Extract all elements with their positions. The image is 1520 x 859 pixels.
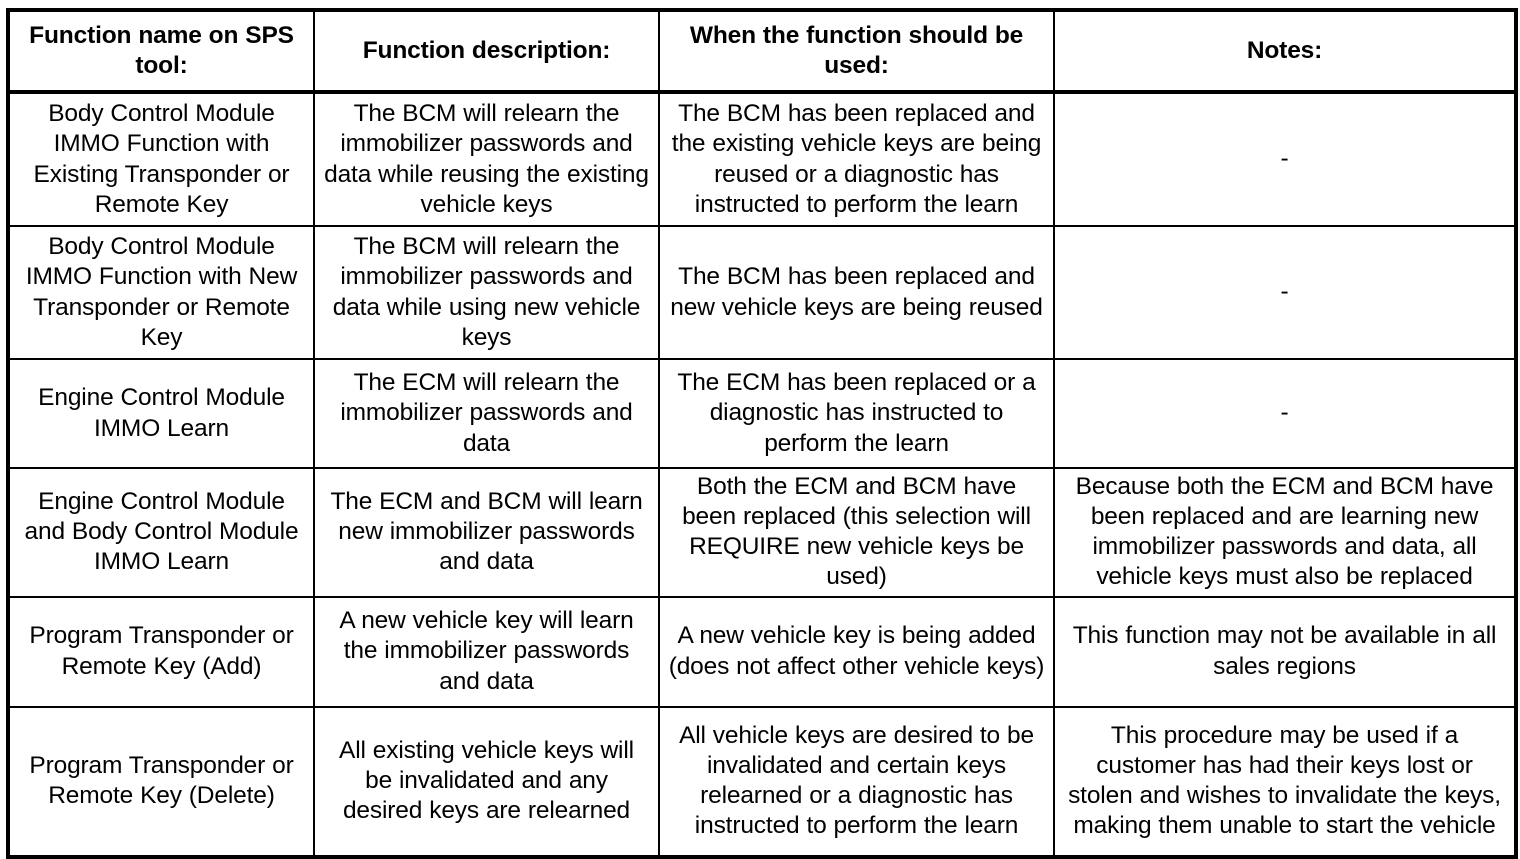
cell-notes: - (1053, 225, 1517, 360)
table-header: Function name on SPS tool: Function desc… (7, 9, 1517, 94)
table-row: Program Transponder or Remote Key (Delet… (7, 705, 1517, 858)
sps-function-reference-table: Function name on SPS tool: Function desc… (6, 8, 1518, 859)
cell-function-description: All existing vehicle keys will be invali… (313, 705, 660, 858)
table-row: Engine Control Module and Body Control M… (7, 467, 1517, 598)
cell-notes: Because both the ECM and BCM have been r… (1053, 467, 1517, 598)
cell-notes: This function may not be available in al… (1053, 595, 1517, 708)
table-row: Body Control Module IMMO Function with N… (7, 225, 1517, 360)
column-header-function-name: Function name on SPS tool: (7, 9, 315, 94)
cell-when-used: Both the ECM and BCM have been replaced … (658, 467, 1055, 598)
table-row: Body Control Module IMMO Function with E… (7, 91, 1517, 227)
cell-when-used: The ECM has been replaced or a diagnosti… (658, 358, 1055, 469)
table-header-row: Function name on SPS tool: Function desc… (7, 9, 1517, 94)
column-header-function-description: Function description: (313, 9, 660, 94)
cell-function-description: The ECM will relearn the immobilizer pas… (313, 358, 660, 469)
cell-function-description: The BCM will relearn the immobilizer pas… (313, 225, 660, 360)
cell-function-name: Engine Control Module IMMO Learn (7, 358, 315, 469)
cell-function-description: A new vehicle key will learn the immobil… (313, 595, 660, 708)
cell-when-used: The BCM has been replaced and the existi… (658, 91, 1055, 227)
table-row: Engine Control Module IMMO Learn The ECM… (7, 358, 1517, 469)
cell-function-description: The ECM and BCM will learn new immobiliz… (313, 467, 660, 598)
cell-when-used: The BCM has been replaced and new vehicl… (658, 225, 1055, 360)
column-header-notes: Notes: (1053, 9, 1517, 94)
cell-function-name: Program Transponder or Remote Key (Delet… (7, 705, 315, 858)
cell-notes: - (1053, 358, 1517, 469)
cell-function-description: The BCM will relearn the immobilizer pas… (313, 91, 660, 227)
cell-when-used: All vehicle keys are desired to be inval… (658, 705, 1055, 858)
cell-function-name: Body Control Module IMMO Function with E… (7, 91, 315, 227)
cell-notes: - (1053, 91, 1517, 227)
table-row: Program Transponder or Remote Key (Add) … (7, 595, 1517, 708)
column-header-when-used: When the function should be used: (658, 9, 1055, 94)
table-body: Body Control Module IMMO Function with E… (7, 91, 1517, 858)
cell-notes: This procedure may be used if a customer… (1053, 705, 1517, 858)
cell-when-used: A new vehicle key is being added (does n… (658, 595, 1055, 708)
cell-function-name: Engine Control Module and Body Control M… (7, 467, 315, 598)
cell-function-name: Program Transponder or Remote Key (Add) (7, 595, 315, 708)
cell-function-name: Body Control Module IMMO Function with N… (7, 225, 315, 360)
